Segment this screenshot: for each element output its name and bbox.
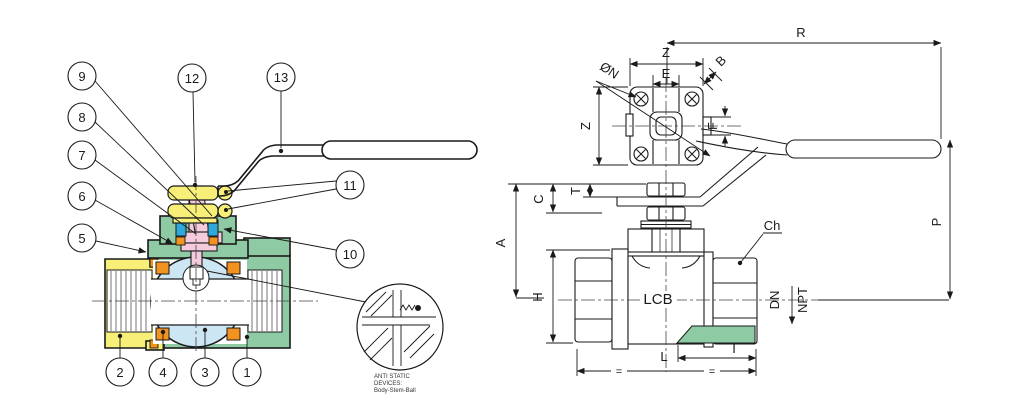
eq-right-bg bbox=[704, 366, 720, 377]
callout-1-label: 1 bbox=[243, 365, 250, 380]
handle-grip bbox=[321, 140, 478, 160]
anti-static-detail: ANTI STATIC DEVICES: Body-Stem-Ball bbox=[356, 283, 444, 394]
material-label-LCB: LCB bbox=[643, 291, 672, 308]
callout-5-label: 5 bbox=[78, 231, 85, 246]
callout-1: 1 bbox=[232, 357, 262, 387]
valve-side-view bbox=[574, 146, 767, 350]
dim-label-DN: DN bbox=[767, 291, 782, 310]
dim-label-E: E bbox=[662, 66, 671, 81]
callout-5: 5 bbox=[67, 223, 97, 253]
callout-6: 6 bbox=[67, 181, 97, 211]
callout-11: 11 bbox=[335, 170, 365, 200]
dim-label-I: I bbox=[732, 341, 736, 356]
callout-8: 8 bbox=[67, 102, 97, 132]
dim-label-NPT: NPT bbox=[795, 287, 810, 313]
callout-3: 3 bbox=[190, 357, 220, 387]
callout-2: 2 bbox=[105, 357, 135, 387]
anti-static-note-line2: DEVICES: bbox=[374, 381, 402, 387]
npt-thread-zone bbox=[675, 325, 756, 344]
callout-9: 9 bbox=[67, 61, 97, 91]
ch-leader-dot bbox=[737, 260, 743, 266]
eq-left-bg bbox=[611, 366, 627, 377]
eq-right-symbol: = bbox=[709, 366, 715, 378]
handle-plan-view bbox=[695, 128, 942, 159]
leader-dots bbox=[117, 148, 284, 340]
dim-label-T: T bbox=[568, 187, 583, 195]
dim-label-A: A bbox=[493, 238, 508, 247]
eq-left-symbol: = bbox=[616, 366, 622, 378]
dim-label-R: R bbox=[796, 25, 805, 40]
dim-label-F: F bbox=[705, 122, 720, 130]
callout-3-label: 3 bbox=[201, 365, 208, 380]
right-view-dimensional: R Z E B ØN Z F A C T H P L I DN NPT Ch L… bbox=[493, 25, 954, 378]
stem-nuts-yellow bbox=[167, 185, 233, 224]
callout-7-label: 7 bbox=[78, 148, 85, 163]
dim-label-P: P bbox=[929, 218, 944, 227]
callout-13: 13 bbox=[266, 62, 296, 92]
dim-label-Z-left: Z bbox=[578, 122, 593, 130]
anti-static-note-line3: Body-Stem-Ball bbox=[374, 388, 416, 394]
callout-9-label: 9 bbox=[78, 69, 85, 84]
lcb-bg bbox=[640, 291, 677, 307]
callout-12: 12 bbox=[177, 63, 207, 93]
dim-label-Z-top: Z bbox=[662, 45, 670, 60]
callout-11-label: 11 bbox=[343, 178, 357, 193]
dimension-labels: R Z E B ØN Z F A C T H P L I DN NPT Ch L… bbox=[493, 25, 944, 378]
ball-seats-orange bbox=[155, 261, 241, 341]
dim-label-H: H bbox=[530, 292, 545, 301]
callout-10: 10 bbox=[335, 239, 365, 269]
centerlines-left bbox=[92, 176, 318, 352]
gland-seals-orange bbox=[175, 236, 219, 246]
handle bbox=[217, 140, 478, 197]
dim-label-B: B bbox=[712, 52, 729, 69]
anti-static-note-line1: ANTI STATIC bbox=[374, 374, 410, 380]
left-view-cross-section: 9 8 7 6 5 12 13 11 10 2 4 3 1 bbox=[67, 61, 478, 394]
callout-7: 7 bbox=[67, 140, 97, 170]
dim-label-N: ØN bbox=[597, 59, 622, 82]
callout-2-label: 2 bbox=[116, 365, 123, 380]
dim-label-L: L bbox=[660, 349, 667, 364]
callout-12-label: 12 bbox=[185, 71, 199, 86]
callouts: 9 8 7 6 5 12 13 11 10 2 4 3 1 bbox=[67, 61, 365, 387]
callout-6-label: 6 bbox=[78, 189, 85, 204]
callout-4-label: 4 bbox=[159, 365, 166, 380]
dimensions bbox=[508, 39, 954, 376]
bolt-holes bbox=[633, 91, 700, 162]
dim-label-C: C bbox=[531, 194, 546, 203]
callout-8-label: 8 bbox=[78, 110, 85, 125]
leader-lines bbox=[94, 80, 372, 358]
callout-4: 4 bbox=[148, 357, 178, 387]
callout-13-label: 13 bbox=[274, 70, 288, 85]
dim-label-Ch: Ch bbox=[764, 218, 781, 233]
callout-10-label: 10 bbox=[343, 247, 357, 262]
